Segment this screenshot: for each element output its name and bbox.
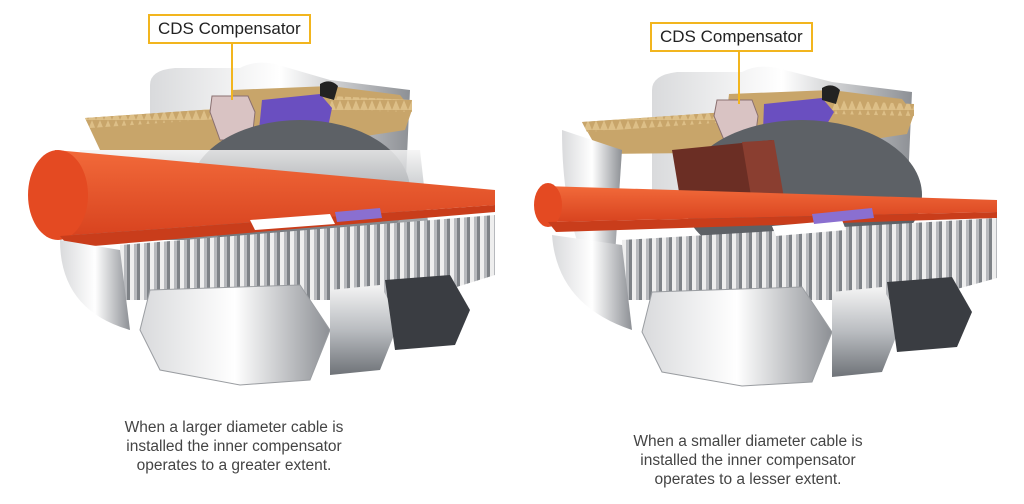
- cable-end: [28, 150, 88, 240]
- lower-nut: [385, 275, 470, 350]
- caption-line: operates to a lesser extent.: [654, 471, 842, 488]
- gland-diagram-small-cable: CDS Compensator When a smaller diameter …: [512, 0, 1024, 504]
- caption-line: operates to a greater extent.: [136, 457, 332, 474]
- inner-strip-purple: [335, 208, 382, 222]
- brown-seal-highlight: [742, 140, 784, 202]
- inner-strip-white: [250, 214, 335, 230]
- caption-small-cable: When a smaller diameter cable is install…: [578, 432, 918, 489]
- brass-threads-left: [582, 112, 729, 132]
- caption-line: installed the inner compensator: [126, 438, 342, 455]
- caption-line: installed the inner compensator: [640, 452, 856, 469]
- black-o-ring: [320, 81, 338, 100]
- cable-underside: [548, 212, 997, 232]
- cable-end: [534, 183, 562, 227]
- cds-compensator-callout: CDS Compensator: [650, 22, 813, 52]
- inner-strip-white: [772, 220, 846, 236]
- gland-cutaway-illustration-small: [534, 46, 997, 387]
- lower-body-front: [552, 235, 632, 330]
- lower-collar: [832, 287, 902, 377]
- black-o-ring: [822, 85, 840, 104]
- brass-threads-right: [330, 96, 412, 112]
- brass-threads-left: [85, 108, 232, 128]
- caption-line: When a smaller diameter cable is: [633, 433, 863, 450]
- lower-body-front: [60, 240, 130, 330]
- caption-large-cable: When a larger diameter cable is installe…: [64, 418, 404, 475]
- gland-cutaway-illustration-large: [28, 38, 495, 386]
- cds-compensator-callout: CDS Compensator: [148, 14, 311, 44]
- brass-threads-right: [832, 100, 914, 116]
- caption-line: When a larger diameter cable is: [124, 419, 344, 436]
- cable-body: [55, 150, 495, 236]
- cable-body: [544, 186, 997, 222]
- lower-cone: [641, 286, 833, 387]
- threaded-lower-body: [622, 218, 997, 300]
- lower-collar: [330, 285, 400, 375]
- lower-nut: [887, 277, 972, 352]
- gland-diagram-large-cable: CDS Compensator When a larger diameter c…: [28, 14, 495, 475]
- lower-cone: [139, 284, 331, 386]
- inner-strip-purple: [812, 208, 874, 224]
